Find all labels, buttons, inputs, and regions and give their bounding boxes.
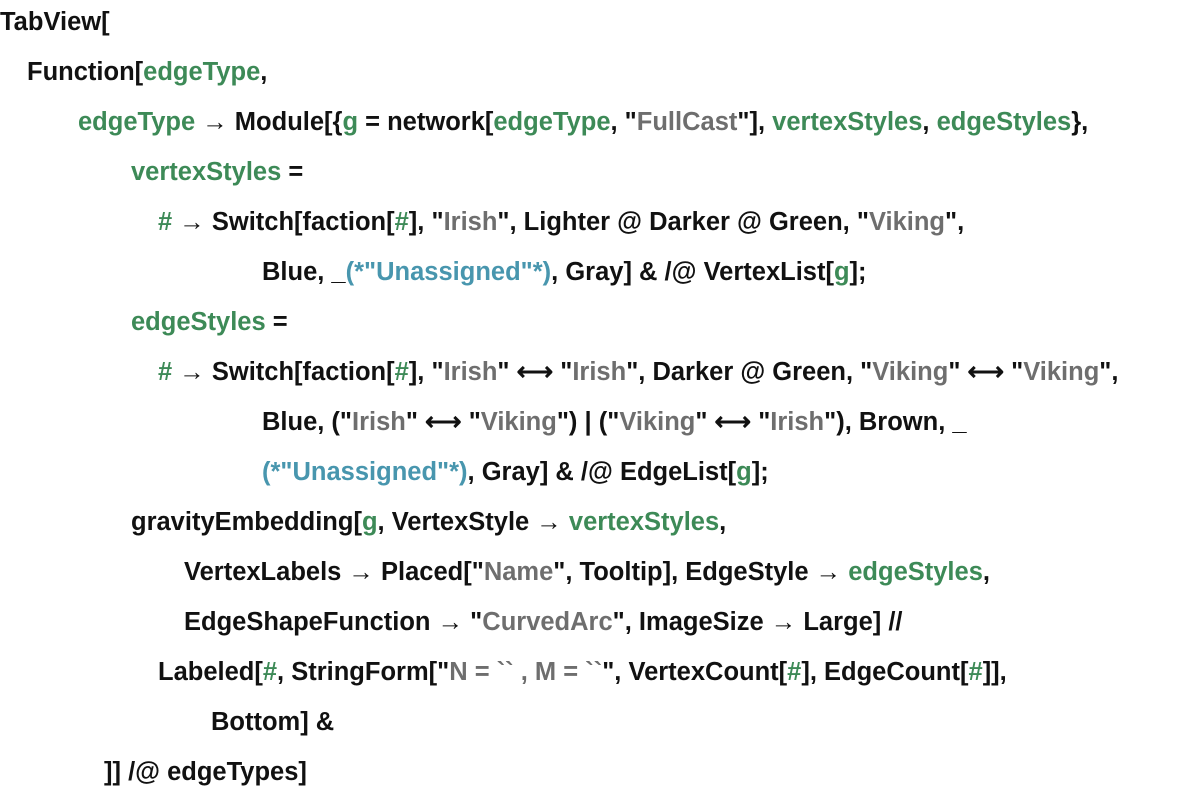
code-token: ", Darker @ Green, " <box>626 358 873 386</box>
code-token: , Gray] & /@ VertexList[ <box>551 258 834 286</box>
code-string: N = `` , M = `` <box>449 658 603 686</box>
code-line: VertexLabels → Placed["Name", Tooltip], … <box>184 552 990 592</box>
code-string: Irish <box>572 358 627 386</box>
code-string: Viking <box>868 208 945 236</box>
code-string: Viking <box>619 408 696 436</box>
code-token: " ⟷ " <box>405 408 481 436</box>
code-token: Bottom] & <box>211 708 335 736</box>
code-line: # → Switch[faction[#], "Irish", Lighter … <box>158 202 964 242</box>
code-token: }, <box>1071 108 1089 136</box>
code-variable: g <box>342 108 359 136</box>
code-token: , <box>260 58 268 86</box>
code-variable: # <box>394 208 409 236</box>
code-string: FullCast <box>636 108 738 136</box>
code-token: Function[ <box>27 58 144 86</box>
code-token: ", Tooltip], EdgeStyle → <box>553 558 849 586</box>
code-token: "], <box>737 108 773 136</box>
code-token: , <box>922 108 937 136</box>
code-variable: # <box>968 658 983 686</box>
code-line: ]] /@ edgeTypes] <box>104 752 307 792</box>
code-variable: # <box>394 358 409 386</box>
code-variable: vertexStyles <box>772 108 923 136</box>
code-variable: # <box>262 658 278 686</box>
code-token: → Switch[faction[ <box>172 208 395 236</box>
code-string: Viking <box>1023 358 1100 386</box>
code-variable: g <box>361 508 378 536</box>
code-variable: g <box>833 258 850 286</box>
code-variable: edgeStyles <box>848 558 983 586</box>
code-token: ], " <box>408 358 444 386</box>
code-variable: edgeType <box>78 108 196 136</box>
code-line: edgeType → Module[{g = network[edgeType,… <box>78 102 1088 142</box>
code-token: ]; <box>751 458 769 486</box>
code-token: "), Brown, _ <box>824 408 967 436</box>
code-line: edgeStyles = <box>131 302 288 342</box>
code-token: ", VertexCount[ <box>602 658 788 686</box>
code-variable: edgeType <box>143 58 261 86</box>
code-token: ", Lighter @ Darker @ Green, " <box>497 208 869 236</box>
code-token: ]] /@ edgeTypes] <box>104 758 307 786</box>
code-line: Blue, _(*"Unassigned"*), Gray] & /@ Vert… <box>262 252 867 292</box>
code-variable: # <box>158 358 173 386</box>
code-token: ", <box>945 208 965 236</box>
code-token: Blue, (" <box>262 408 353 436</box>
code-variable: edgeStyles <box>131 308 266 336</box>
code-line: Blue, ("Irish" ⟷ "Viking") | ("Viking" ⟷… <box>262 402 967 442</box>
code-string: Irish <box>352 408 406 436</box>
code-line: EdgeShapeFunction → "CurvedArc", ImageSi… <box>184 602 903 642</box>
code-variable: # <box>158 208 173 236</box>
code-token: ", <box>1099 358 1119 386</box>
code-token: = <box>281 158 304 186</box>
code-variable: # <box>787 658 802 686</box>
code-line: Function[edgeType, <box>27 52 267 92</box>
code-string: Irish <box>443 208 498 236</box>
code-token: , <box>719 508 727 536</box>
code-token: ], " <box>408 208 444 236</box>
code-token: ") | (" <box>556 408 620 436</box>
code-token: , <box>982 558 990 586</box>
code-variable: vertexStyles <box>131 158 282 186</box>
code-line: # → Switch[faction[#], "Irish" ⟷ "Irish"… <box>158 352 1118 392</box>
code-line: vertexStyles = <box>131 152 303 192</box>
code-variable: edgeStyles <box>936 108 1072 136</box>
code-token: ]], <box>982 658 1007 686</box>
code-token: EdgeShapeFunction → " <box>184 608 483 636</box>
code-token: = network[ <box>358 108 494 136</box>
code-token: " ⟷ " <box>695 408 771 436</box>
code-token: , StringForm[" <box>277 658 450 686</box>
code-comment: (*"Unassigned"*) <box>262 458 468 486</box>
code-token: ], EdgeCount[ <box>801 658 969 686</box>
code-comment: (*"Unassigned"*) <box>345 258 552 286</box>
code-token: " ⟷ " <box>948 358 1024 386</box>
code-string: Viking <box>872 358 949 386</box>
code-token: → Switch[faction[ <box>172 358 395 386</box>
code-string: Irish <box>770 408 825 436</box>
code-line: (*"Unassigned"*), Gray] & /@ EdgeList[g]… <box>262 452 769 492</box>
code-variable: edgeType <box>493 108 611 136</box>
code-token: → Module[{ <box>195 108 343 136</box>
code-token: , VertexStyle → <box>377 508 569 536</box>
code-token: ", ImageSize → Large] // <box>612 608 903 636</box>
code-string: Viking <box>480 408 557 436</box>
code-token: , Gray] & /@ EdgeList[ <box>467 458 737 486</box>
code-token: = <box>265 308 288 336</box>
code-line: Bottom] & <box>211 702 334 742</box>
code-token: " ⟷ " <box>497 358 573 386</box>
code-string: Irish <box>443 358 498 386</box>
code-token: Blue, _ <box>262 258 346 286</box>
code-line: TabView[ <box>0 2 110 42</box>
code-token: VertexLabels → Placed[" <box>184 558 484 586</box>
code-token: Labeled[ <box>158 658 263 686</box>
code-token: , " <box>610 108 637 136</box>
code-line: Labeled[#, StringForm["N = `` , M = ``",… <box>158 652 1007 692</box>
code-line: gravityEmbedding[g, VertexStyle → vertex… <box>131 502 726 542</box>
code-token: gravityEmbedding[ <box>131 508 362 536</box>
code-token: TabView[ <box>0 8 110 36</box>
code-variable: g <box>736 458 752 486</box>
code-variable: vertexStyles <box>568 508 720 536</box>
code-string: Name <box>483 558 554 586</box>
code-token: ]; <box>849 258 867 286</box>
code-string: CurvedArc <box>482 608 613 636</box>
